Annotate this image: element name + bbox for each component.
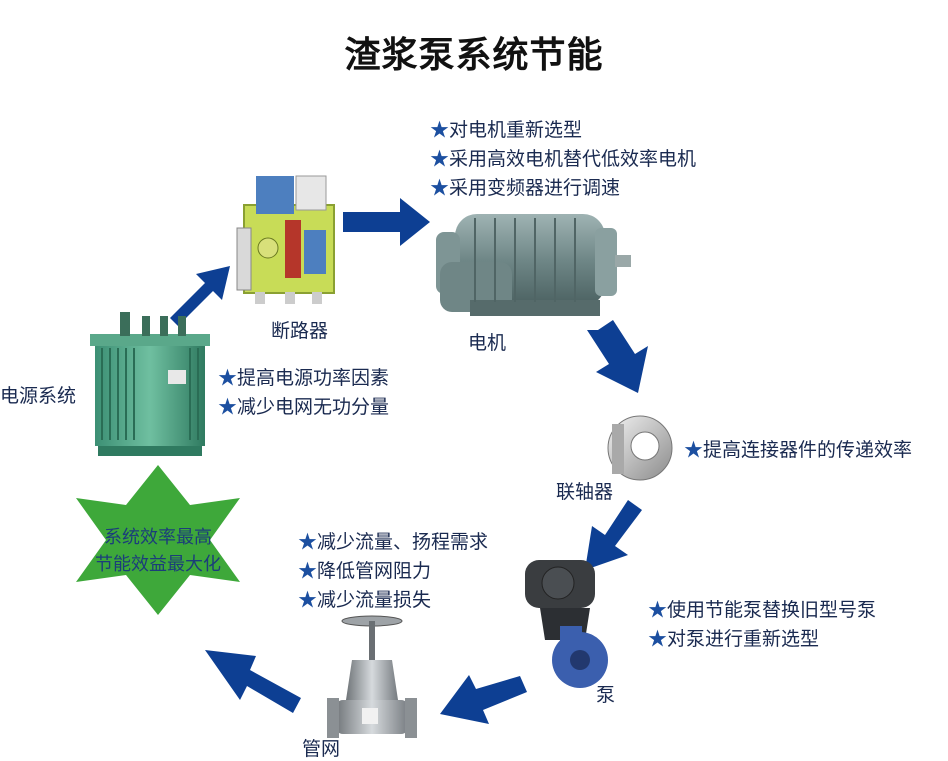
arrow-pump-to-pipe xyxy=(440,675,527,724)
transformer-image xyxy=(90,312,210,456)
coupling-label: 联轴器 xyxy=(556,481,614,503)
arrow-motor-to-coupling xyxy=(587,320,648,393)
note-item: ★使用节能泵替换旧型号泵 xyxy=(648,599,877,621)
note-item: ★采用高效电机替代低效率电机 xyxy=(430,148,697,170)
coupling-image xyxy=(607,415,673,481)
note-item: ★采用变频器进行调速 xyxy=(430,177,621,199)
note-item: ★对电机重新选型 xyxy=(430,119,583,141)
motor-notes: ★对电机重新选型 ★采用高效电机替代低效率电机 ★采用变频器进行调速 xyxy=(430,116,696,203)
note-item: ★提高电源功率因素 xyxy=(218,367,390,389)
note-item: ★减少流量、扬程需求 xyxy=(298,531,489,553)
pump-notes: ★使用节能泵替换旧型号泵 ★对泵进行重新选型 xyxy=(648,596,876,654)
goal-text: 系统效率最高 节能效益最大化 xyxy=(60,524,256,578)
valve-image xyxy=(327,615,417,738)
arrow-breaker-to-motor xyxy=(343,198,430,246)
goal-line: 节能效益最大化 xyxy=(95,554,221,575)
pump-image xyxy=(525,560,608,688)
power-notes: ★提高电源功率因素 ★减少电网无功分量 xyxy=(218,364,389,422)
coupling-notes: ★提高连接器件的传递效率 xyxy=(684,436,912,465)
motor-image xyxy=(436,214,631,316)
motor-label: 电机 xyxy=(468,332,507,354)
goal-star xyxy=(76,465,240,615)
breaker-label: 断路器 xyxy=(271,320,329,342)
pipe-notes: ★减少流量、扬程需求 ★降低管网阻力 ★减少流量损失 xyxy=(298,528,488,615)
pipe-label: 管网 xyxy=(302,738,341,760)
note-item: ★减少流量损失 xyxy=(298,589,432,611)
note-item: ★减少电网无功分量 xyxy=(218,396,390,418)
power-label: 电源系统 xyxy=(0,385,77,407)
note-item: ★对泵进行重新选型 xyxy=(648,628,820,650)
note-item: ★提高连接器件的传递效率 xyxy=(684,439,913,461)
pump-label: 泵 xyxy=(596,684,616,706)
page-title: 渣浆泵系统节能 xyxy=(344,35,604,76)
note-item: ★降低管网阻力 xyxy=(298,560,432,582)
arrow-power-to-breaker xyxy=(170,266,230,326)
arrow-coupling-to-pump xyxy=(585,500,642,570)
goal-line: 系统效率最高 xyxy=(104,527,212,548)
arrow-pipe-to-goal xyxy=(205,650,301,713)
breaker-image xyxy=(236,175,335,304)
